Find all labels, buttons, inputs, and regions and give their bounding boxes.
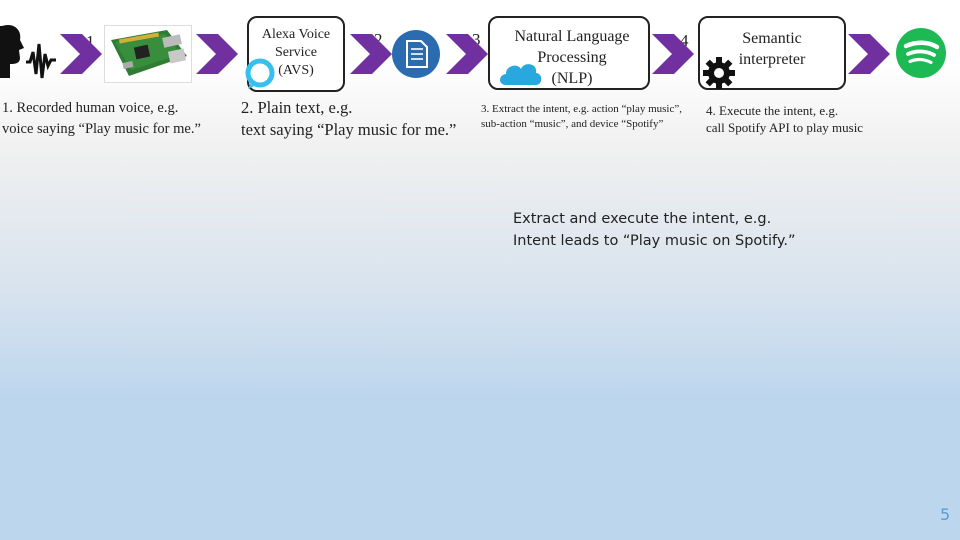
chevron-arrow-icon (446, 34, 488, 79)
alexa-ring-icon (244, 58, 276, 95)
semantic-label: Semantic interpreter (738, 30, 806, 68)
gear-icon (701, 55, 737, 96)
step-number-3: 3 (472, 30, 481, 49)
caption-step-3: 3. Extract the intent, e.g. action “play… (481, 103, 682, 130)
chevron-arrow-icon (848, 34, 890, 79)
chevron-arrow-icon (196, 34, 238, 79)
caption-step-1: 1. Recorded human voice, e.g. voice sayi… (2, 100, 201, 137)
step-number-2: 2 (374, 30, 383, 49)
page-number: 5 (940, 505, 951, 524)
step-number-1: 1 (86, 32, 95, 51)
summary-text: Extract and execute the intent, e.g. Int… (513, 211, 796, 249)
cloud-icon (496, 55, 544, 92)
avs-label: Alexa Voice Service (AVS) (261, 27, 331, 78)
spotify-icon (895, 27, 947, 84)
nlp-label: Natural Language Processing (NLP) (514, 28, 630, 87)
caption-step-2: 2. Plain text, e.g. text saying “Play mu… (241, 98, 457, 139)
nlp-box: Natural Language Processing (NLP) (488, 16, 650, 90)
caption-step-4: 4. Execute the intent, e.g. call Spotify… (706, 103, 864, 135)
step-number-4: 4 (680, 31, 689, 50)
document-icon (391, 29, 441, 84)
voice-head-icon (0, 22, 60, 84)
avs-box: Alexa Voice Service (AVS) (247, 16, 345, 92)
chevron-arrow-icon (652, 34, 694, 79)
chevron-arrow-icon (60, 34, 102, 79)
chevron-arrow-icon (350, 34, 392, 79)
raspberry-pi-image (104, 25, 192, 83)
